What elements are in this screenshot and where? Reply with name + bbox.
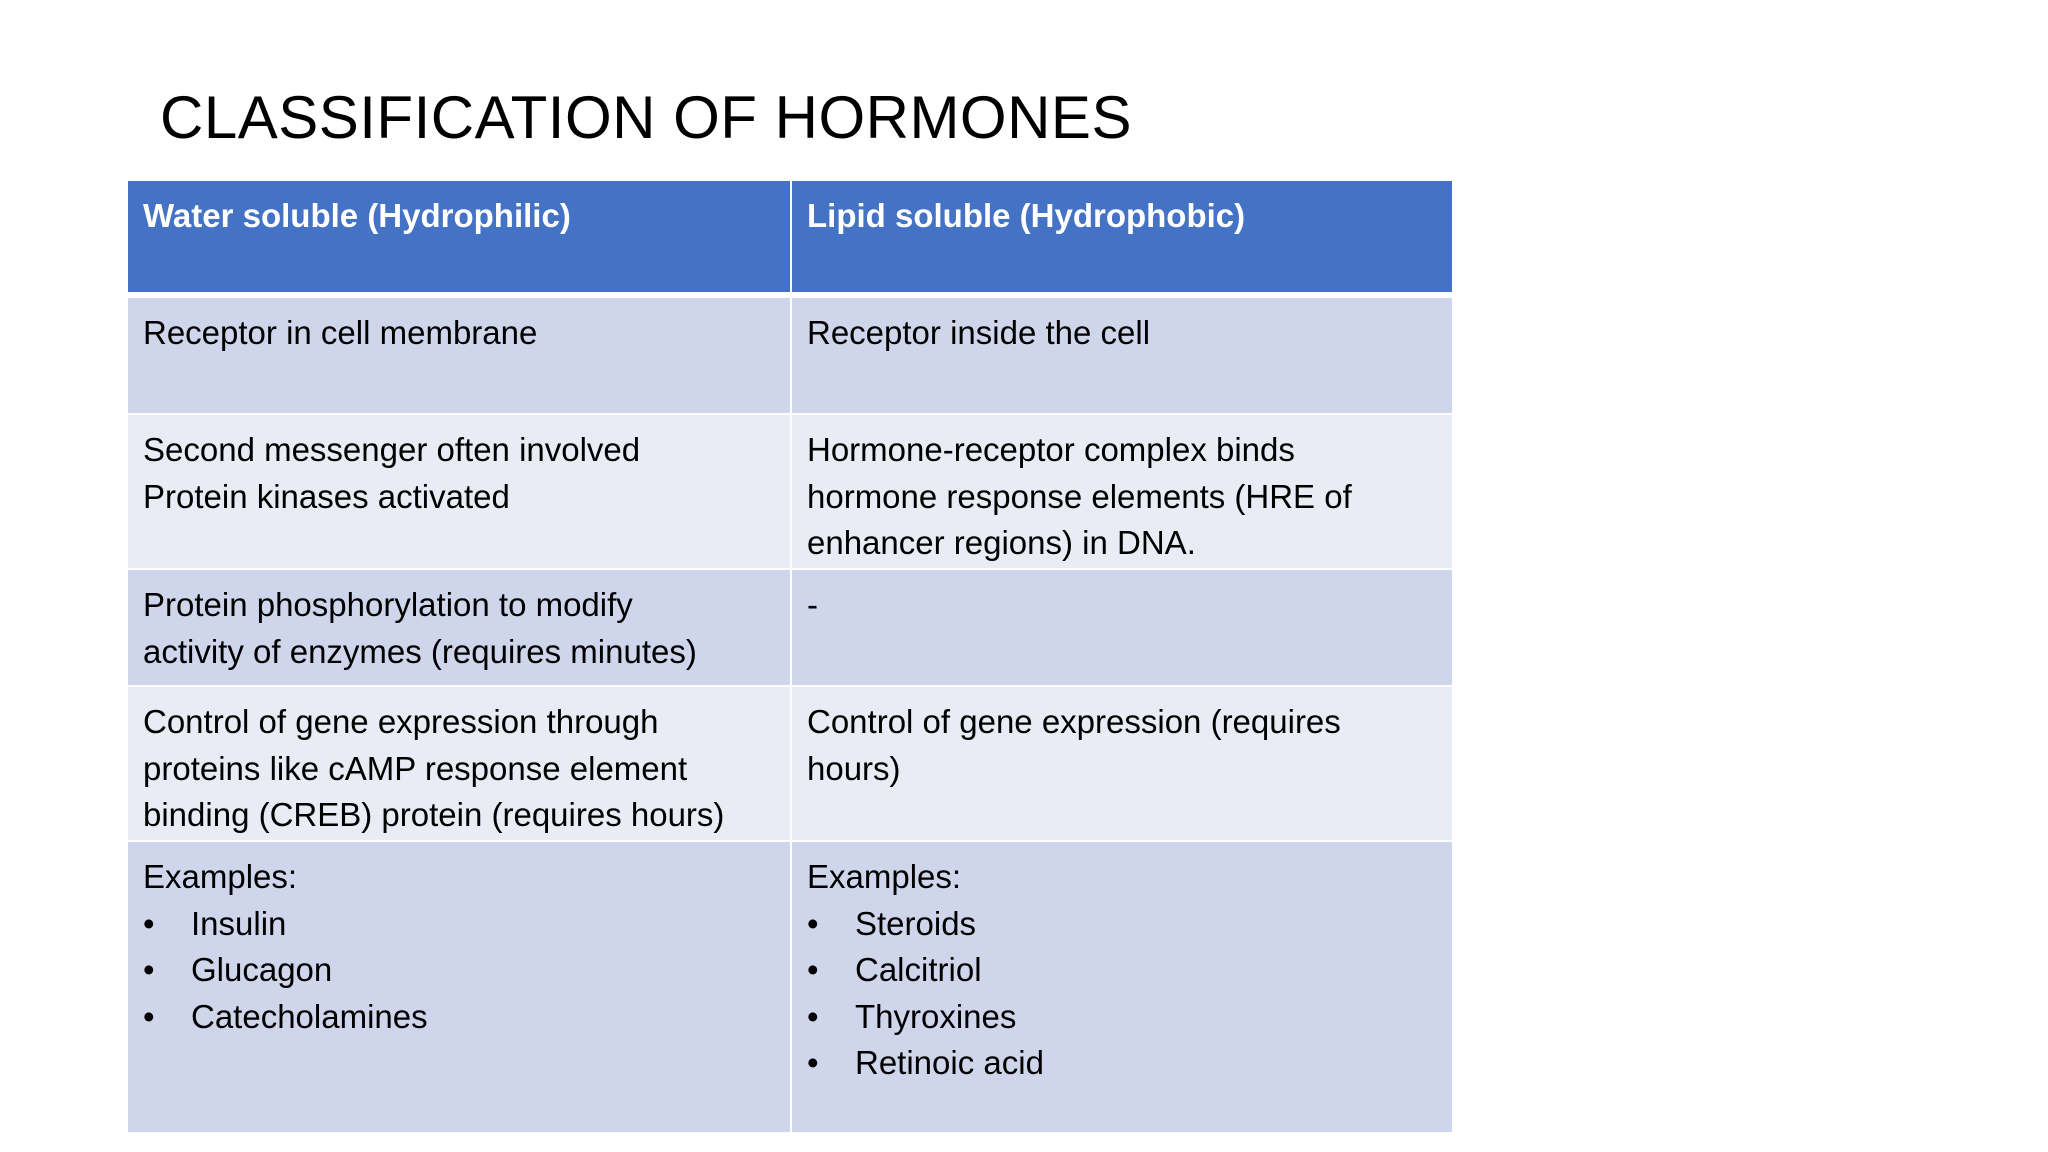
cell-water-mechanism: Second messenger often involved Protein … xyxy=(128,413,790,568)
cell-text: Control of gene expression through xyxy=(143,703,659,740)
cell-lipid-phosphorylation: - xyxy=(790,568,1452,685)
cell-text: - xyxy=(807,586,818,623)
bullet-icon: • xyxy=(143,951,155,988)
cell-lipid-receptor: Receptor inside the cell xyxy=(790,296,1452,413)
cell-text: Protein phosphorylation to modify xyxy=(143,586,633,623)
cell-text: Receptor in cell membrane xyxy=(143,314,538,351)
cell-lipid-mechanism: Hormone-receptor complex binds hormone r… xyxy=(790,413,1452,568)
list-item: • Calcitriol xyxy=(807,947,1438,994)
list-item: • Thyroxines xyxy=(807,994,1438,1041)
bullet-icon: • xyxy=(143,997,155,1035)
cell-water-gene-expression: Control of gene expression through prote… xyxy=(128,685,790,840)
bullet-icon: • xyxy=(143,904,155,942)
examples-label: Examples: xyxy=(143,858,298,895)
examples-list-lipid: • Steroids • Calcitriol • Thyroxines • Retin… xyxy=(807,901,1438,1087)
bullet-icon: • xyxy=(807,904,819,942)
cell-lipid-gene-expression: Control of gene expression (requires hou… xyxy=(790,685,1452,840)
cell-text: Second messenger often involved xyxy=(143,431,641,468)
header-water-soluble: Water soluble (Hydrophilic) xyxy=(128,181,790,296)
cell-text: binding (CREB) protein (requires hours) xyxy=(143,796,725,833)
cell-text: Control of gene expression (requires xyxy=(807,703,1341,740)
list-item: • Steroids xyxy=(807,901,1438,948)
cell-text: proteins like cAMP response element xyxy=(143,749,688,787)
examples-label: Examples: xyxy=(807,858,962,895)
table-row-phosphorylation: Protein phosphorylation to modify activi… xyxy=(128,568,1452,685)
list-item-text: Steroids xyxy=(855,904,977,942)
list-item-text: Calcitriol xyxy=(855,951,982,988)
list-item: • Catecholamines xyxy=(143,994,776,1041)
bullet-icon: • xyxy=(807,997,819,1035)
list-item-text: Thyroxines xyxy=(855,997,1017,1035)
cell-water-examples: Examples: • Insulin • Glucagon • Catecholam… xyxy=(128,840,790,1132)
cell-lipid-examples: Examples: • Steroids • Calcitriol • Thyroxi… xyxy=(790,840,1452,1132)
cell-text: Protein kinases activated xyxy=(143,477,510,515)
cell-text: enhancer regions) in DNA. xyxy=(807,524,1196,561)
table-header-row: Water soluble (Hydrophilic) Lipid solubl… xyxy=(128,181,1452,296)
cell-text: Receptor inside the cell xyxy=(807,314,1151,351)
bullet-icon: • xyxy=(807,1044,819,1081)
list-item: • Retinoic acid xyxy=(807,1040,1438,1087)
table-row-examples: Examples: • Insulin • Glucagon • Catecholam… xyxy=(128,840,1452,1132)
hormone-classification-table: Water soluble (Hydrophilic) Lipid solubl… xyxy=(128,181,1452,1132)
examples-list-water: • Insulin • Glucagon • Catecholamines xyxy=(143,901,776,1041)
cell-text: activity of enzymes (requires minutes) xyxy=(143,632,697,670)
list-item-text: Catecholamines xyxy=(191,997,428,1035)
cell-water-receptor: Receptor in cell membrane xyxy=(128,296,790,413)
list-item-text: Retinoic acid xyxy=(855,1044,1044,1081)
list-item-text: Glucagon xyxy=(191,951,333,988)
list-item: • Glucagon xyxy=(143,947,776,994)
cell-text: Hormone-receptor complex binds xyxy=(807,431,1295,468)
list-item: • Insulin xyxy=(143,901,776,948)
list-item-text: Insulin xyxy=(191,904,287,942)
table-row-mechanism: Second messenger often involved Protein … xyxy=(128,413,1452,568)
table-row-gene-expression: Control of gene expression through prote… xyxy=(128,685,1452,840)
cell-water-phosphorylation: Protein phosphorylation to modify activi… xyxy=(128,568,790,685)
cell-text: hours) xyxy=(807,749,901,787)
cell-text: hormone response elements (HRE of xyxy=(807,477,1352,515)
table-row-receptor: Receptor in cell membrane Receptor insid… xyxy=(128,296,1452,413)
header-lipid-soluble: Lipid soluble (Hydrophobic) xyxy=(790,181,1452,296)
bullet-icon: • xyxy=(807,951,819,988)
slide-title: CLASSIFICATION OF HORMONES xyxy=(160,84,1132,151)
